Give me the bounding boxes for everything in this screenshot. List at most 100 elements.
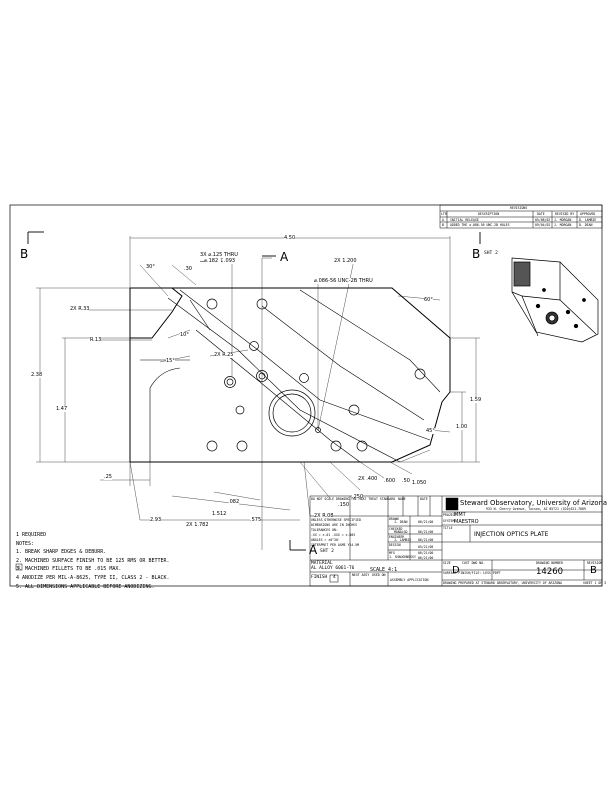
rev-row-b-approved: D. DEAN (579, 223, 593, 227)
revision-value: B (590, 565, 597, 576)
cust-dwg-label: CUST DWG NO. (462, 561, 486, 565)
section-line-a (262, 255, 306, 551)
project-label: PROJECT (443, 513, 457, 517)
date-header: DATE (420, 497, 428, 501)
system-label: SYSTEM (443, 519, 455, 523)
hole-callout-line-2: ⌴⌀.182 ↧.093 (200, 258, 236, 264)
notes-title: NOTES: (16, 540, 35, 547)
signoff-role: ENGINEER (389, 535, 405, 539)
title-block-frame (309, 495, 603, 587)
tolerance-line: UNLESS OTHERWISE SPECIFIED (311, 518, 361, 522)
dim-angle-10: 10° (180, 332, 189, 338)
dim-1512: 1.512 (212, 511, 227, 517)
dim-radius-r25: 2X R.25 (214, 352, 234, 358)
tolerance-head: THE HEAT TREAT STANDARD (351, 497, 396, 501)
size-value: D (452, 565, 460, 576)
used-on-label: USED ON (372, 573, 386, 577)
signoff-role: MFG (389, 551, 395, 555)
note-flag-box (15, 563, 23, 571)
rev-row-b-ltr: B (442, 223, 444, 227)
dim-angle-15: 15° (166, 358, 175, 364)
assembly-application-label: ASSEMBLY APPLICATION (390, 578, 429, 582)
part-features (140, 289, 441, 463)
dim-height-238: 2.38 (31, 372, 43, 378)
dim-radius-r13: R.13 (90, 337, 102, 343)
signoff-role: DESIGN (389, 543, 401, 547)
project-value: MMT (454, 512, 466, 518)
rev-row-a-ltr: A (442, 217, 444, 222)
rev-row-a-approved: D. LAMBIE (579, 217, 597, 222)
dim-150: .150 (338, 502, 350, 508)
note-item: 1. BREAK SHARP EDGES & DEBURR. (16, 549, 107, 556)
footer-line-1: SURFACE FINISH/FILE: LESS PDPT (443, 571, 501, 575)
rev-row-a-date: 05/08/02 (535, 217, 551, 222)
dim-250: .250 (352, 494, 364, 500)
note-item: 4 ANODIZE PER MIL-A-8625, TYPE II, CLASS… (16, 574, 170, 581)
dim-1782: 2X 1.782 (186, 522, 209, 528)
tolerance-line: TOLERANCES ON: (311, 528, 338, 532)
scale-label: SCALE 4:1 (370, 567, 398, 573)
finish-label: FINISH (311, 575, 328, 580)
name-header: NAME (398, 497, 406, 501)
dim-30: .30 (184, 266, 192, 272)
rev-row-a-desc: INITIAL RELEASE (450, 217, 479, 222)
section-label-a-top: A (280, 250, 289, 264)
dwg-number: 14260 (536, 567, 564, 577)
system-value: MAESTRO (454, 518, 479, 525)
dim-radius-1200: 2X 1.200 (334, 258, 357, 264)
signoff-name: J. SHAUGHNESSY (389, 555, 416, 559)
note-item: 2. MACHINED SURFACE FINISH TO BE 125 RMS… (16, 557, 170, 564)
tolerance-line: ANGLES = ±0°30' (311, 538, 340, 542)
dim-angle-60: 60° (424, 297, 433, 303)
rev-header-ltr: LTR (441, 212, 447, 216)
dwg-number-label: DRAWING NUMBER (536, 561, 563, 565)
thread-callout: ⌀.086-56 UNC-2B THRU (314, 278, 373, 284)
signoff-name: J. DEAN (394, 520, 408, 524)
material-value: AL ALLOY 6061-T6 (311, 566, 355, 571)
rev-header-desc: DESCRIPTION (478, 212, 500, 216)
hole-callout-line-1: 3X ⌀.125 THRU (200, 252, 238, 258)
note-required: 1 REQUIRED (16, 532, 47, 538)
dim-radius-r08: 2X R.08 (314, 513, 334, 519)
signoff-date: 06/21/00 (418, 551, 434, 555)
part-holes (206, 298, 426, 452)
org-name: Steward Observatory, University of Arizo… (460, 499, 608, 507)
section-line-b (27, 231, 481, 244)
dim-height-159: 1.59 (470, 397, 482, 403)
sheet-ref-b: SHT 2 (484, 251, 498, 256)
isometric-view (511, 257, 599, 343)
rev-header-revby: REVISED BY (555, 212, 575, 216)
sheet-ref-a: SHT 2 (320, 549, 334, 554)
finish-value: 4 (333, 575, 336, 580)
signoff-date: 05/21/00 (418, 545, 434, 549)
material-label: MATERIAL (311, 561, 333, 566)
next-assy-label: NEXT ASSY (352, 573, 370, 577)
rev-row-b-date: 09/04/02 (535, 223, 551, 227)
sheet-border (9, 204, 603, 587)
revision-label: REVISION (587, 561, 603, 565)
title-label: TITLE (443, 526, 453, 530)
dim-height-100: 1.00 (456, 424, 468, 430)
dim-radius-r33: 2X R.33 (70, 306, 90, 312)
footer-line-2: DRAWING PREPARED AT STEWARD OBSERVATORY,… (443, 581, 562, 585)
revisions-title: REVISIONS (510, 206, 528, 210)
dim-293: 2.93 (150, 517, 162, 523)
tolerance-line: INTERPRET PER ASME Y14.5M (311, 543, 359, 547)
dim-50: .50 (402, 478, 410, 484)
signoff-date: 06/21/00 (418, 530, 434, 534)
signoff-date: 06/21/00 (418, 520, 434, 524)
dim-25: .25 (104, 474, 112, 480)
section-label-a-bottom: A (309, 543, 318, 557)
dim-1050: 1.050 (412, 480, 427, 486)
part-outline (129, 287, 451, 463)
dimension-lines (36, 236, 480, 550)
signoff-role: CHECKED (389, 527, 403, 531)
notes-block: 1 REQUIRED NOTES: 1. BREAK SHARP EDGES &… (16, 531, 170, 591)
rev-header-date: DATE (537, 212, 545, 216)
dim-height-147: 1.47 (56, 406, 68, 412)
signoff-name: MANALGO (394, 530, 408, 534)
dim-angle-30: 30° (146, 264, 155, 270)
signoff-name: J. LAMBIE (394, 538, 412, 542)
rev-header-approved: APPROVED (580, 212, 596, 216)
